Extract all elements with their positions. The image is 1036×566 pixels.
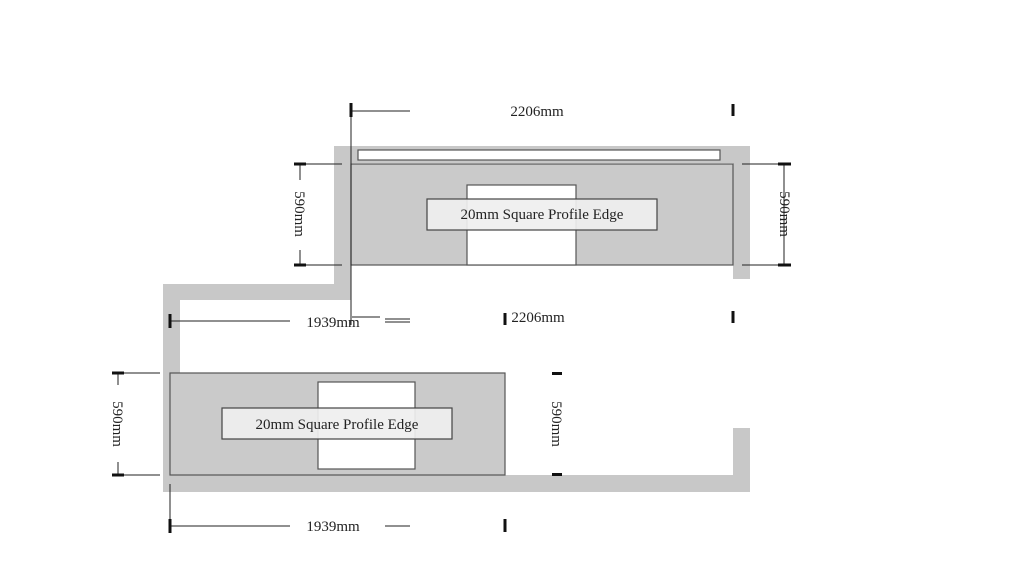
wall-top-right-stub [733,146,750,279]
top-width-label-lower: 2206mm [511,310,565,326]
top-label-box [426,198,658,231]
bottom-width-label-upper: 1939mm [306,315,360,331]
wall-connector [163,284,351,300]
bottom-depth-label-right: 590mm [548,401,564,447]
top-depth-label-right: 590mm [776,191,792,237]
top-depth-label-left: 590mm [291,191,307,237]
wall-bottom-right-stub [733,428,750,492]
top-countertop: 20mm Square Profile Edge [350,149,734,266]
wall-top-left [334,146,351,300]
bottom-width-label-lower: 1939mm [306,519,360,535]
wall-bottom [163,475,750,492]
bottom-label-box [221,407,453,440]
bottom-depth-label-left: 590mm [109,401,125,447]
dimension-ticks [112,103,791,533]
top-strip [357,149,721,161]
bottom-edge-label: 20mm Square Profile Edge [256,417,419,433]
top-edge-label: 20mm Square Profile Edge [461,207,624,223]
bottom-countertop: 20mm Square Profile Edge [169,372,506,476]
top-width-label: 2206mm [510,104,564,120]
